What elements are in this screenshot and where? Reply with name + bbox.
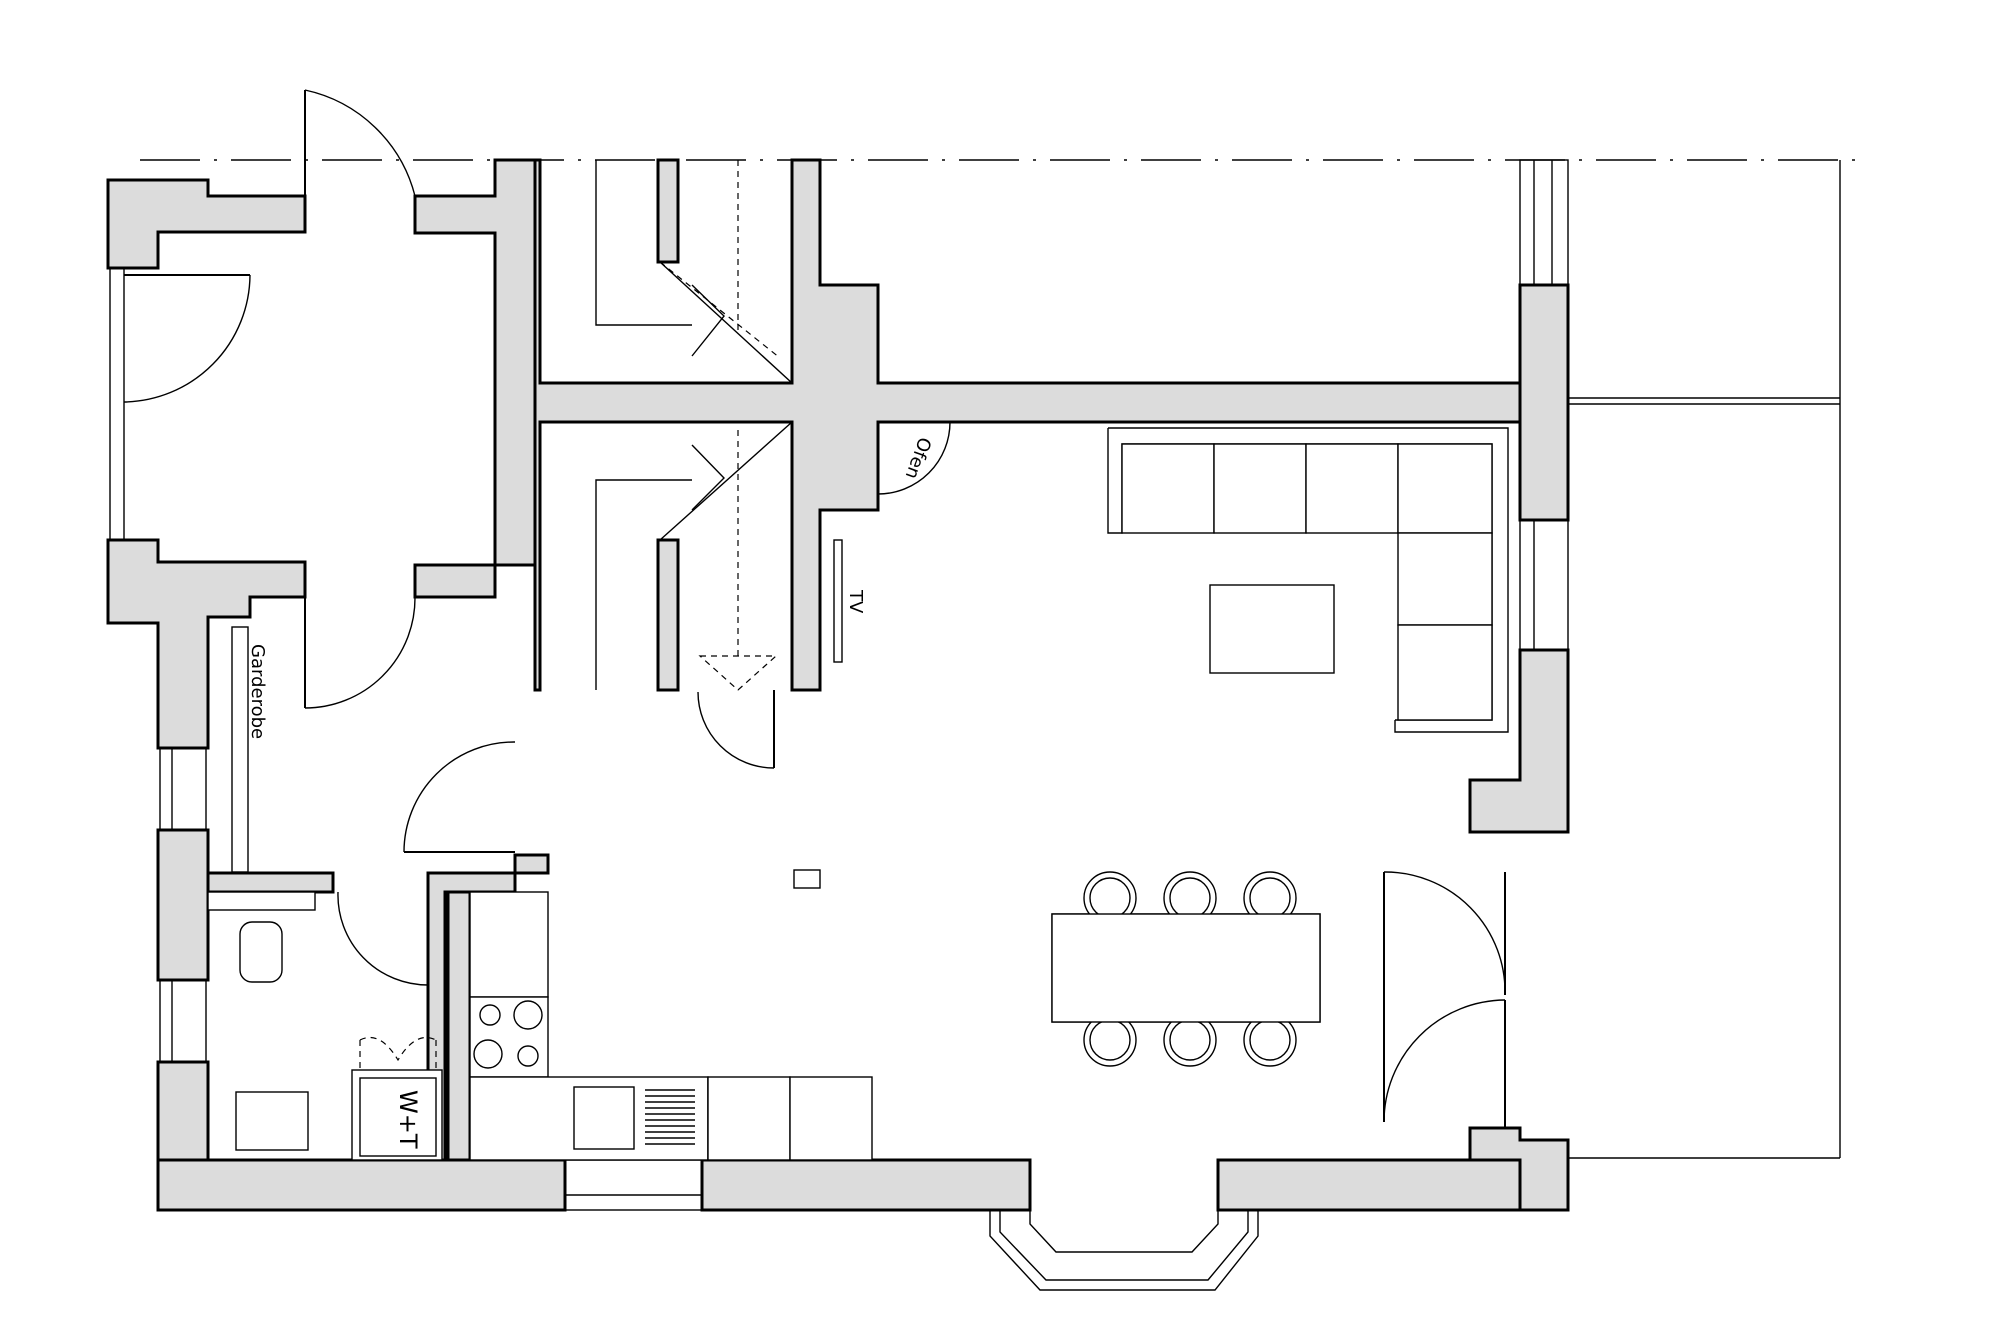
window-kitchen bbox=[564, 1159, 703, 1211]
tv-label: TV bbox=[845, 589, 866, 614]
window-entrance-left bbox=[109, 267, 125, 541]
chair bbox=[1083, 871, 1297, 1067]
column-marker bbox=[793, 869, 821, 889]
wall-left-segment-1 bbox=[156, 828, 210, 982]
coffee-table bbox=[1209, 584, 1335, 674]
washbasin bbox=[235, 1091, 309, 1151]
kitchen bbox=[469, 891, 873, 1161]
washer-dryer bbox=[351, 1069, 443, 1161]
terrace bbox=[1568, 160, 1841, 1159]
wall-stair-inner-post-bottom bbox=[656, 538, 680, 692]
wc: W+T bbox=[207, 891, 443, 1161]
wall-bottom-left bbox=[156, 1158, 567, 1212]
wall-entrance-top-right bbox=[413, 158, 537, 599]
wall-entrance-lower-left bbox=[106, 538, 307, 750]
window-left-middle bbox=[159, 747, 207, 831]
dining-set bbox=[1051, 871, 1321, 1067]
wall-entrance-top-left bbox=[106, 178, 307, 270]
doors[interactable] bbox=[123, 89, 1506, 1128]
walls bbox=[106, 158, 1570, 1212]
wall-stair-upper bbox=[533, 158, 1522, 692]
wall-wc-top bbox=[206, 871, 335, 894]
wall-stair-inner-post-top bbox=[656, 158, 680, 264]
bay-window bbox=[989, 1210, 1259, 1291]
garderobe-label: Garderobe bbox=[247, 644, 268, 739]
oven bbox=[877, 421, 951, 495]
wall-right-lower bbox=[1468, 1126, 1570, 1212]
wall-bottom-middle bbox=[700, 1158, 1032, 1212]
wall-bottom-right bbox=[1216, 1158, 1522, 1212]
kitchen-sink bbox=[573, 1086, 635, 1150]
garderobe-rail bbox=[231, 626, 249, 873]
toilet bbox=[239, 921, 283, 983]
toilet-tank bbox=[207, 891, 316, 911]
stairs bbox=[595, 160, 793, 691]
window-right-middle bbox=[1519, 519, 1569, 651]
wall-kitchen-left bbox=[446, 890, 472, 1162]
washer-dryer-label: W+T bbox=[394, 1090, 422, 1149]
oven-label: Ofen bbox=[901, 434, 935, 482]
drain-board bbox=[645, 1089, 695, 1145]
window-left-lower bbox=[159, 979, 207, 1063]
sofa bbox=[1107, 427, 1509, 733]
window-right-upper bbox=[1519, 159, 1569, 286]
tv bbox=[833, 539, 843, 663]
wall-right-upper bbox=[1518, 283, 1570, 522]
